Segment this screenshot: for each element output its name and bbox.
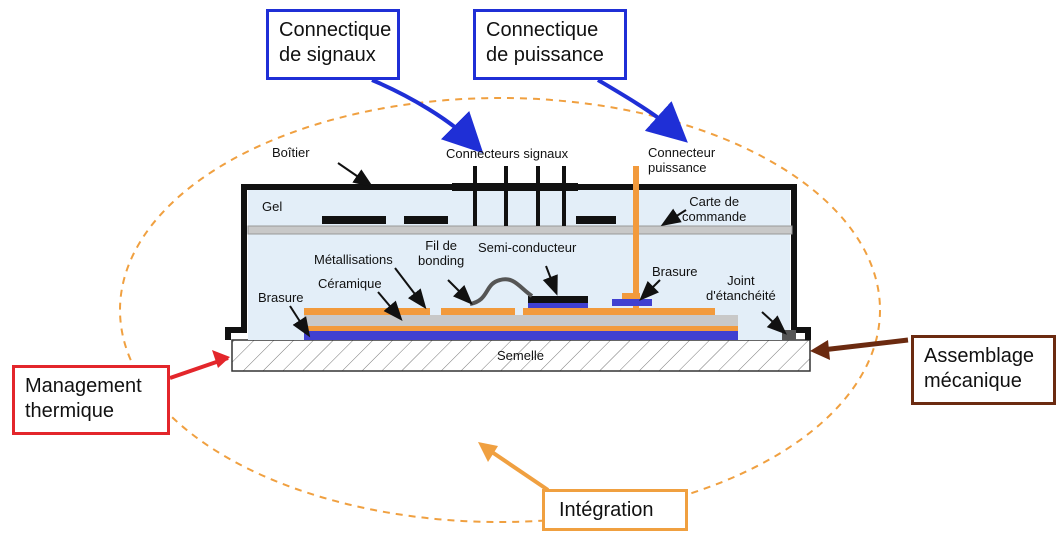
metallisation-pad: [441, 308, 515, 315]
label-brasure-right: Brasure: [652, 264, 698, 279]
label-connecteurs-signaux: Connecteurs signaux: [446, 146, 569, 161]
label-metallisations: Métallisations: [314, 252, 393, 267]
label-ceramique: Céramique: [318, 276, 382, 291]
leader-ceramique: [377, 291, 403, 322]
callout-power-line1: Connectique: [486, 19, 599, 41]
leader-boitier: [337, 162, 374, 188]
leader-brasure-right: [639, 279, 661, 301]
leader-joint: [761, 311, 787, 335]
label-semelle: Semelle: [497, 348, 544, 363]
arrow-thermal-head: [212, 350, 230, 368]
signal-connector-bar: [452, 183, 578, 191]
arrow-mechanical-head: [810, 340, 830, 360]
brasure-left-layer: [304, 337, 738, 340]
callout-mechanical-line2: mécanique: [924, 370, 1022, 392]
brasure-right-layer: [612, 299, 652, 306]
callout-thermal: Management thermique: [12, 365, 170, 435]
control-board: [247, 225, 793, 235]
semi-conducteur-brasure: [528, 303, 588, 308]
label-semi-conducteur: Semi-conducteur: [478, 240, 577, 255]
arrow-integration-head: [478, 442, 498, 462]
leader-semi: [542, 265, 558, 296]
board-component: [322, 216, 386, 224]
ceramique-base: [304, 315, 738, 326]
callout-thermal-line1: Management: [25, 375, 142, 397]
joint-etancheite: [782, 330, 796, 340]
arrow-mechanical: [821, 337, 909, 353]
leader-carte: [660, 208, 687, 227]
callout-signals-line1: Connectique: [279, 19, 392, 41]
callout-mechanical-line1: Assemblage: [924, 345, 1035, 367]
ceramique-layer: [304, 325, 738, 331]
metallisation-pad: [523, 308, 715, 315]
leader-metallisations: [394, 267, 427, 310]
arrow-integration: [484, 446, 550, 492]
callout-power: Connectique de puissance: [473, 9, 627, 80]
board-component: [576, 216, 616, 224]
callout-signals-line2: de signaux: [279, 44, 376, 66]
callout-power-line2: de puissance: [486, 44, 604, 66]
semi-conducteur-die: [528, 296, 588, 303]
callout-signals: Connectique de signaux: [266, 9, 400, 80]
semelle-baseplate: [231, 339, 811, 372]
metallisation-pad: [304, 308, 430, 315]
bonding-wire: [469, 277, 534, 306]
integration-ellipse: [119, 97, 881, 523]
leader-fil: [447, 279, 473, 305]
callout-integration-label: Intégration: [559, 499, 654, 521]
label-gel: Gel: [262, 199, 283, 214]
leader-brasure-left: [289, 305, 311, 338]
arrow-power: [596, 78, 688, 143]
label-brasure-left: Brasure: [258, 290, 304, 305]
board-component: [404, 216, 448, 224]
callout-integration: Intégration: [542, 489, 688, 531]
callout-thermal-line2: thermique: [25, 400, 114, 422]
power-connector-foot: [622, 293, 640, 299]
callout-mechanical: Assemblage mécanique: [911, 335, 1056, 405]
metallisation-bottom: [304, 330, 738, 337]
power-connector: [633, 166, 639, 308]
arrow-signals: [371, 78, 484, 154]
label-boitier: Boîtier: [272, 145, 310, 160]
